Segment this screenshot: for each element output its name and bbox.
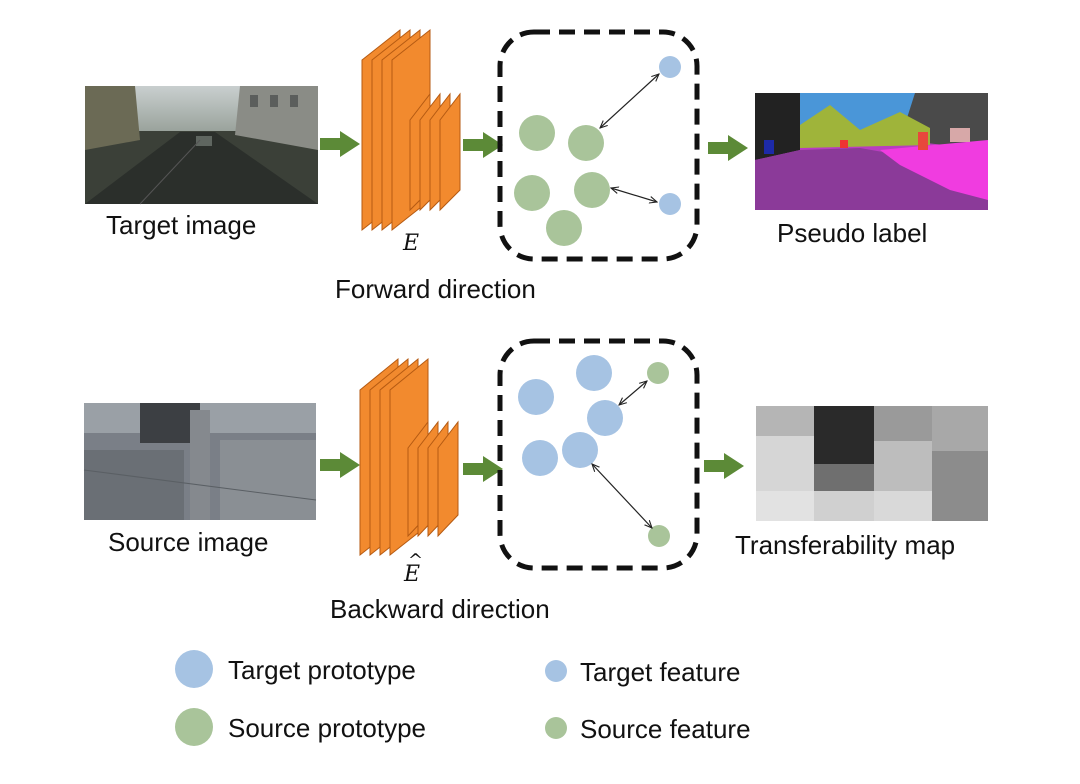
source-prototype-legend-dot (175, 708, 213, 746)
backward-encoder-symbol: E (404, 562, 421, 587)
target-prototype-dot (576, 355, 612, 391)
backward-encoder-hat: ^ (408, 550, 424, 571)
backward-arrow-2 (463, 456, 503, 482)
pseudo-label-label: Pseudo label (777, 218, 928, 248)
source-prototype-dot (568, 125, 604, 161)
forward-arrow-1 (320, 131, 360, 157)
target-prototype-dot (562, 432, 598, 468)
forward-encoder (361, 28, 461, 232)
forward-direction-label: Forward direction (335, 274, 536, 304)
distance-arrow (611, 188, 657, 202)
source-feature-legend-label: Source feature (580, 714, 751, 744)
distance-arrow (600, 74, 659, 128)
target-feature-dot (659, 56, 681, 78)
distance-arrow (619, 381, 647, 405)
backward-direction-label: Backward direction (330, 594, 550, 624)
forward-feature-space (497, 29, 700, 262)
target-prototype-dot (587, 400, 623, 436)
source-image (83, 403, 317, 520)
target-feature-legend-dot (545, 660, 567, 682)
backward-arrow-1 (320, 452, 360, 478)
target-feature-legend-label: Target feature (580, 657, 741, 687)
source-prototype-legend-label: Source prototype (228, 713, 427, 743)
distance-arrow (592, 464, 652, 528)
target-prototype-legend-label: Target prototype (228, 655, 416, 685)
target-prototype-dot (522, 440, 558, 476)
backward-arrow-3 (704, 453, 744, 479)
target-prototype-legend-dot (175, 650, 213, 688)
forward-encoder-symbol: E (403, 231, 420, 256)
transferability-map-label: Transferability map (735, 530, 956, 560)
target-feature-dot (659, 193, 681, 215)
source-prototype-dot (519, 115, 555, 151)
forward-arrow-3 (708, 135, 748, 161)
source-prototype-dot (514, 175, 550, 211)
forward-arrow-2 (463, 132, 503, 158)
source-feature-dot (648, 525, 670, 547)
source-feature-legend-dot (545, 717, 567, 739)
source-image-label: Source image (108, 527, 269, 557)
source-prototype-dot (546, 210, 582, 246)
source-feature-dot (647, 362, 669, 384)
backward-encoder (359, 357, 459, 557)
target-image-label: Target image (106, 210, 257, 240)
pseudo-label-image (755, 93, 988, 210)
target-image (85, 86, 318, 205)
target-prototype-dot (518, 379, 554, 415)
transferability-map-image (756, 406, 988, 521)
source-prototype-dot (574, 172, 610, 208)
backward-feature-space (497, 338, 700, 571)
